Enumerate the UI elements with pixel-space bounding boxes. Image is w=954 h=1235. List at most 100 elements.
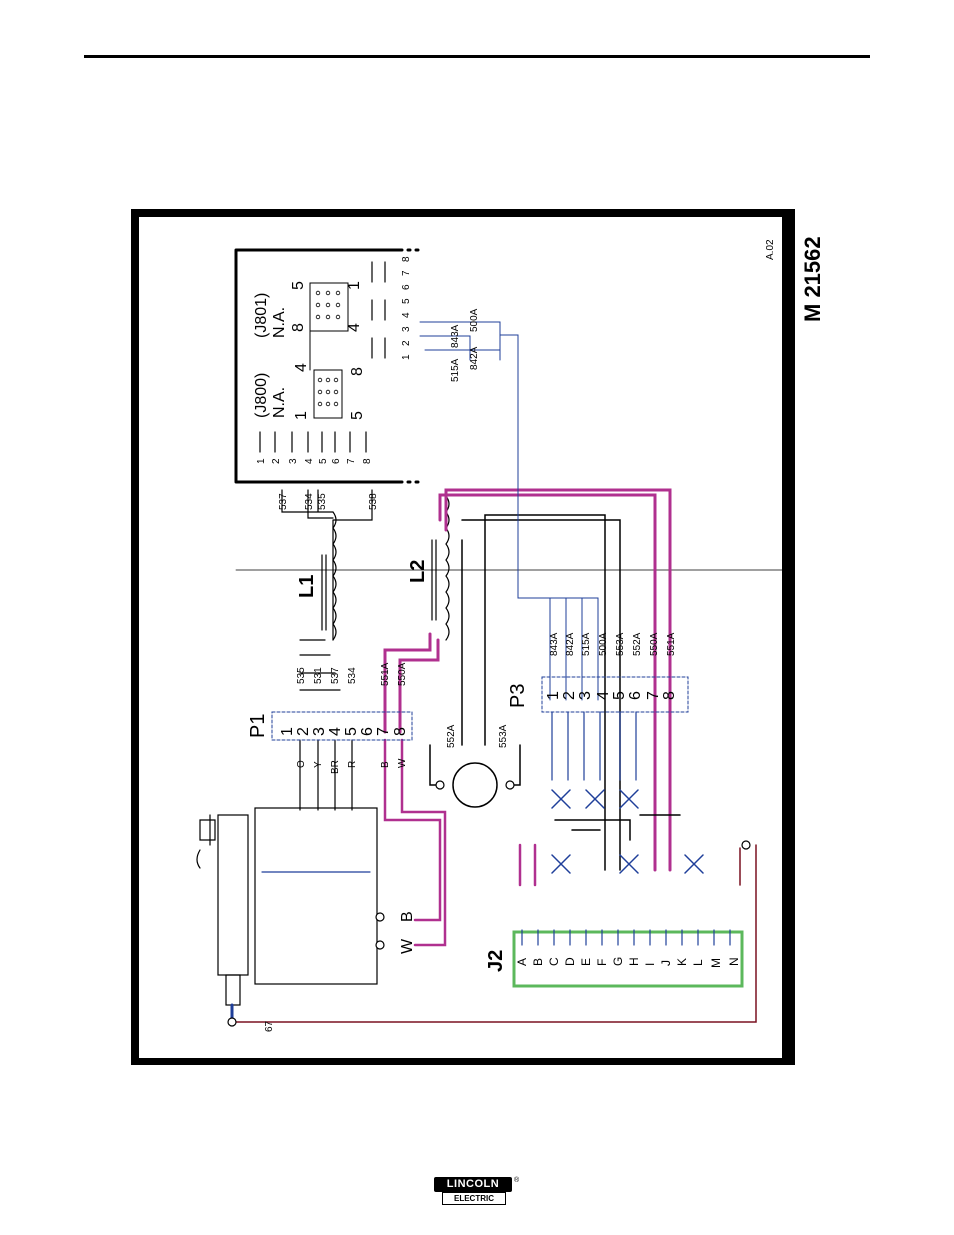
j800-pin: 1 [256,458,267,464]
p1-pin: 7 [375,727,392,736]
p3-pin: 3 [577,691,594,700]
p1-connector [271,711,413,741]
p1-color: Y [313,761,324,768]
l1-wires [299,639,341,691]
ground-terminal [227,1017,237,1027]
j801-pin: 5 [401,298,412,304]
j800-key-1: 1 [293,411,310,420]
p3-pin: 8 [661,691,678,700]
j800-pin: 5 [318,458,329,464]
top-rule [84,55,870,58]
ground-terminal-2 [741,840,751,850]
p1-pin: 6 [359,727,376,736]
j801-pin: 6 [401,284,412,290]
j2-pin: C [547,957,561,966]
j2-pin: N [727,957,741,966]
j801-pin: 7 [401,270,412,276]
p3-wire: 553A [615,632,626,656]
p1-pin: 1 [279,727,296,736]
j800-j801-box-dots [398,248,422,484]
j801-pin: 8 [401,256,412,262]
j800-pins: 1 2 3 4 5 6 7 8 [256,458,373,464]
j800-pin: 6 [331,458,342,464]
j800-key-4: 4 [293,363,310,372]
p1-wire: 550A [397,662,408,686]
blue-j801-p3 [499,334,599,701]
j800-key-box [313,369,343,419]
j2-label: J2 [485,950,507,972]
p1-wire: 531 [313,667,324,684]
terminal-b-label: B [399,911,416,922]
logo-top: LINCOLN [434,1177,512,1192]
l1-wire: 534 [304,493,315,510]
p3-wire: 843A [549,632,560,656]
p1-pin: 2 [295,727,312,736]
p1-wire-numbers: 535 531 537 534 551A 550A [296,662,408,686]
machine-block [217,814,249,976]
j800-pin: 7 [346,458,357,464]
p1-pin: 4 [327,727,344,736]
j801-pin: 3 [401,326,412,332]
p3-wire: 552A [632,632,643,656]
j2-connector [512,930,744,988]
j800-pin: 8 [362,458,373,464]
l1-wire: 537 [278,493,289,510]
blue-j801-stubs [419,321,501,361]
diagram-frame-inner [139,217,782,1058]
p3-wire: 550A [649,632,660,656]
magenta-p1-551a [398,638,440,734]
p1-color: B [380,761,391,768]
p1-label: P1 [247,714,269,738]
j800-na: N.A. [271,387,288,418]
j800-pin: 2 [271,458,282,464]
crossings [551,789,704,874]
p1-colors: O Y BR R B W [296,758,408,774]
j2-pin: D [563,957,577,966]
j801-wire: 500A [469,308,480,332]
p3-wire: 515A [581,632,592,656]
j2-pin-arrows [521,929,731,946]
revision: A.02 [765,239,776,260]
p3-pins: 1 2 3 4 5 6 7 8 [545,691,678,700]
l2-core [431,539,437,621]
j2-pin: G [611,957,625,966]
diagram-frame [131,209,795,1065]
j2-pin: K [675,958,689,966]
p1-wire: 535 [296,667,307,684]
motor-wire-553a [484,514,606,871]
j801-wire: 843A [450,324,461,348]
j2-pin: J [659,960,673,966]
p1-color: W [397,758,408,768]
ground-wire-label: 67 [264,1020,275,1032]
p1-pins: 1 2 3 4 5 6 7 8 [279,727,409,736]
motor [452,762,498,808]
p3-connector [541,676,689,713]
transformer-box [254,807,378,985]
j2-magenta-stubs [518,843,537,887]
l1-top-wires [281,489,373,641]
j801-key-4: 4 [346,323,363,332]
motor-wire: 552A [446,724,457,748]
motor-leads [429,744,521,786]
p1-pin: 8 [392,727,409,736]
p1-magenta-down [383,738,447,947]
j2-pin: L [691,959,705,966]
terminal-w [375,940,385,950]
p3-pin: 5 [611,691,628,700]
p1-wires-down [299,739,353,811]
l1-wire: 538 [368,493,379,510]
p1-color: O [296,760,307,768]
j2-pin: I [643,963,657,966]
j801-label: (J801) [253,293,270,338]
j801-key-1: 1 [346,281,363,290]
j2-pin: M [709,958,723,968]
j801-key-8: 8 [290,323,307,332]
p3-pin: 4 [595,691,612,700]
p1-pin: 3 [311,727,328,736]
j2-pin: H [627,957,641,966]
magenta-l2-p3-550a [438,493,657,872]
j800-key-5: 5 [349,411,366,420]
j801-arrows [371,261,386,359]
j800-pin: 4 [304,458,315,464]
motor-wire-numbers: 552A 553A [446,724,509,748]
